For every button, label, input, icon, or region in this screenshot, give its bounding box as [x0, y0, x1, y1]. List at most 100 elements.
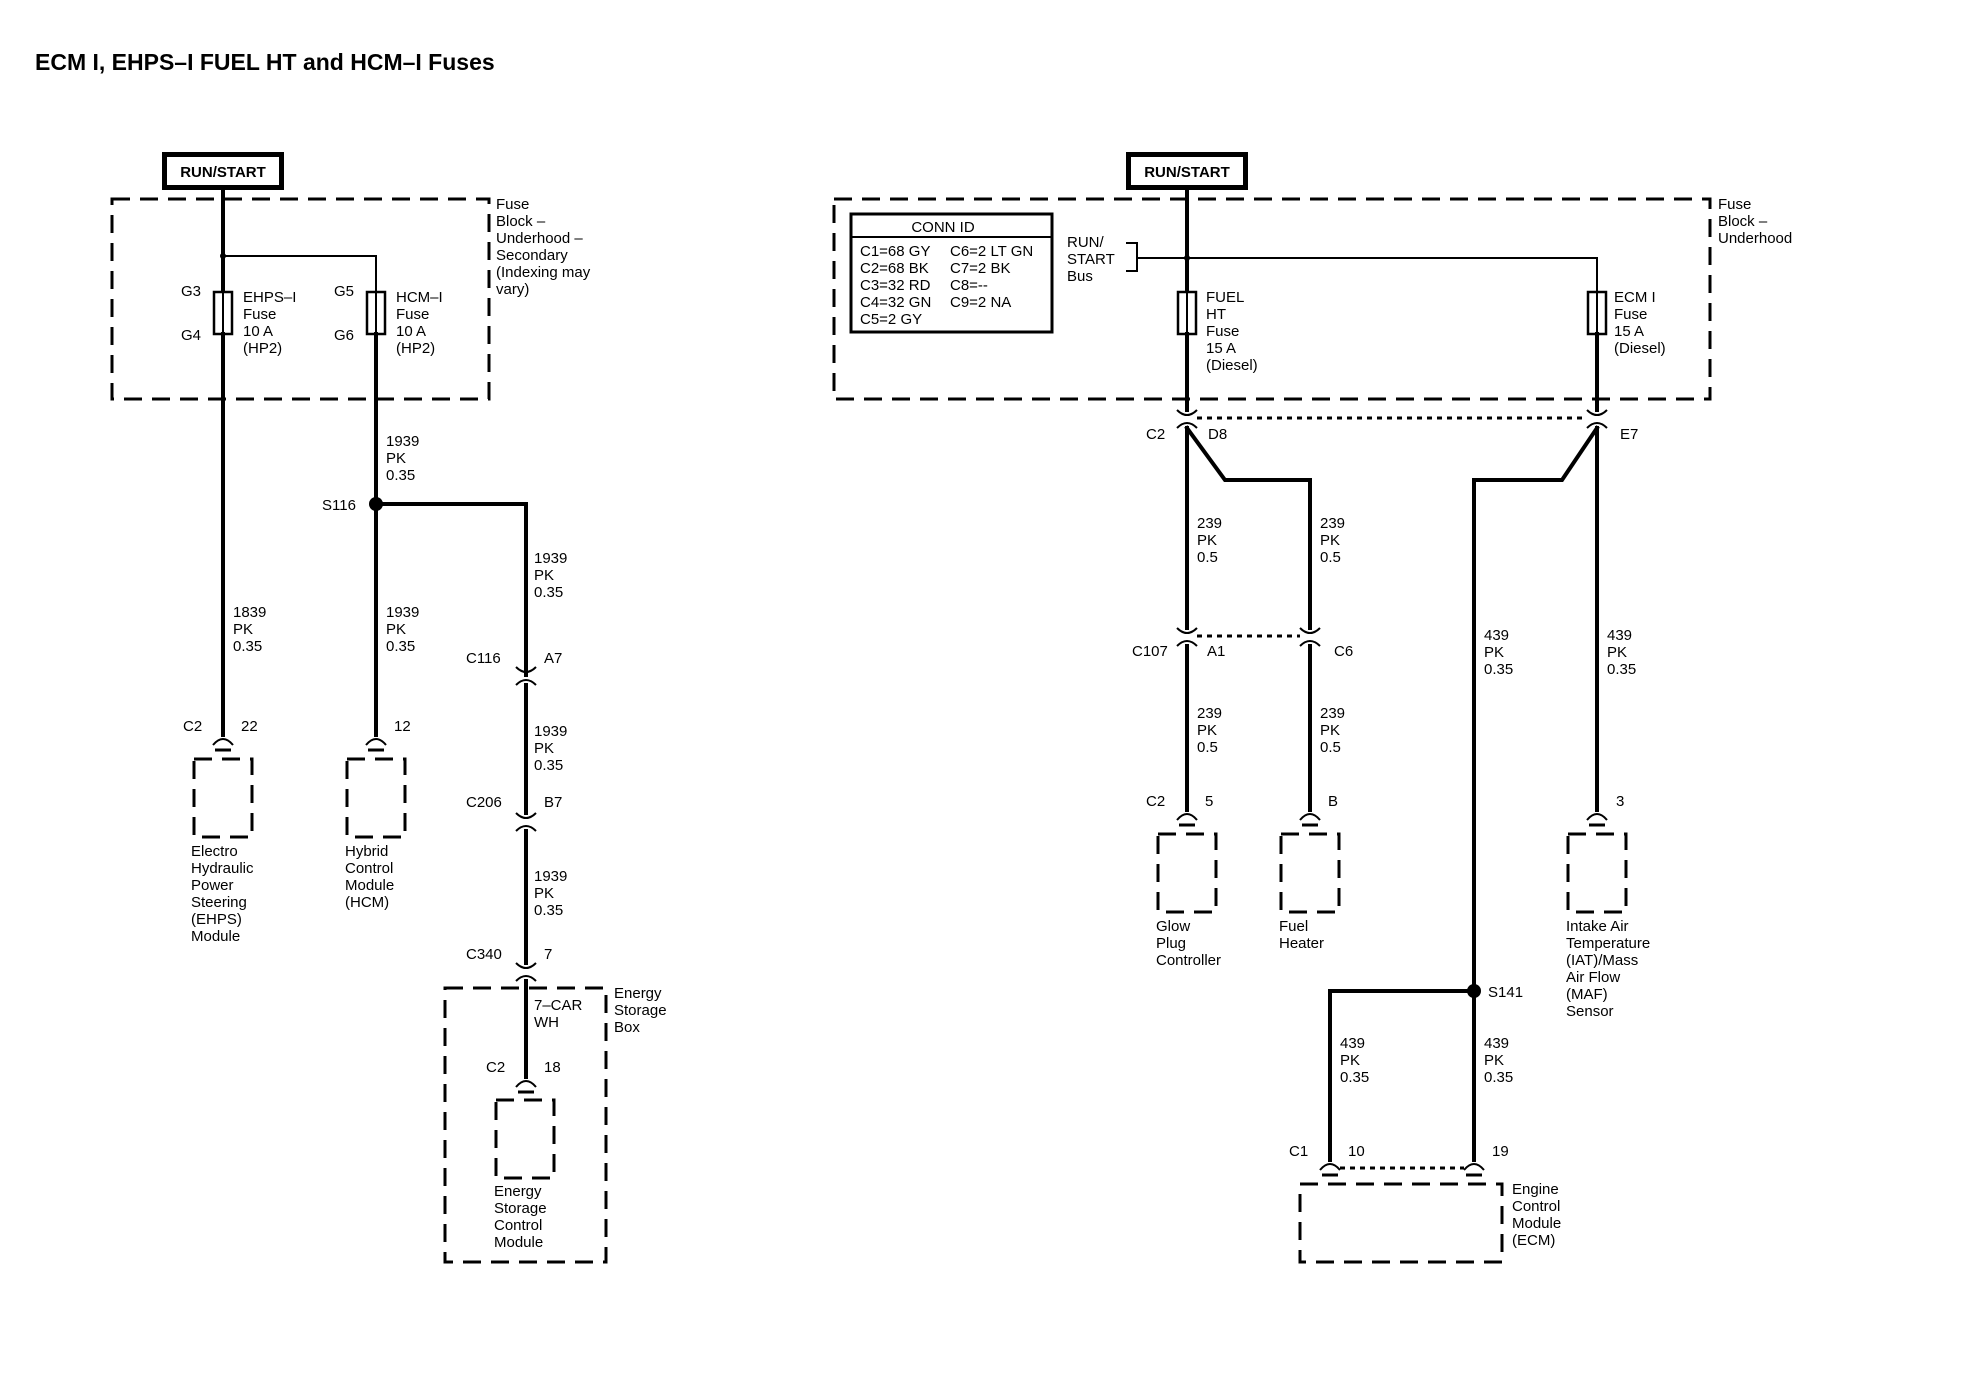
connector-c206-icon [515, 812, 537, 832]
fuel-heater [1279, 832, 1341, 914]
energy-storage-control-module [494, 1098, 556, 1180]
terminal-c1-19-icon [1463, 1163, 1485, 1177]
wire-1939-seg3-label: 1939 PK 0.35 [534, 868, 572, 919]
wire-1939-hcm-label: 1939 PK 0.35 [386, 604, 424, 655]
conn-id-col1: C1=68 GY C2=68 BK C3=32 RD C4=32 GN C5=2… [860, 243, 935, 328]
wire-439-c-label: 439 PK 0.35 [1340, 1035, 1369, 1086]
connector-c6-pin: C6 [1334, 643, 1353, 660]
terminal-c1-10-pin: 10 [1348, 1143, 1365, 1160]
wire-1939-branch-label: 1939 PK 0.35 [534, 550, 572, 601]
glow-plug-controller [1156, 832, 1218, 914]
connector-c107-label: C107 [1132, 643, 1168, 660]
terminal-c1-connector: C1 [1289, 1143, 1308, 1160]
connector-d8-pin: D8 [1208, 426, 1227, 443]
conn-id-col2: C6=2 LT GN C7=2 BK C8=-- C9=2 NA [950, 243, 1037, 311]
terminal-c2-18-connector: C2 [486, 1059, 505, 1076]
connector-c116-label: C116 [466, 650, 501, 667]
energy-storage-box [443, 986, 608, 1264]
glow-plug-controller-label: Glow Plug Controller [1156, 918, 1221, 969]
svg-text:RUN/START: RUN/START [1144, 164, 1230, 181]
wire-239-a-label: 239 PK 0.5 [1197, 515, 1226, 566]
fuel-ht-fuse-label: FUEL HT Fuse 15 A (Diesel) [1206, 289, 1258, 374]
ehps-fuse-label: EHPS–I Fuse 10 A (HP2) [243, 289, 301, 357]
connector-c340-pin: 7 [544, 946, 552, 963]
iat-maf-sensor [1566, 832, 1628, 914]
diagram-title: ECM I, EHPS–I FUEL HT and HCM–I Fuses [35, 49, 495, 75]
connector-e7-pin: E7 [1620, 426, 1638, 443]
terminal-3-pin: 3 [1616, 793, 1624, 810]
wire-239-heater [1184, 425, 1312, 630]
wire-439-d-label: 439 PK 0.35 [1484, 1035, 1513, 1086]
energy-storage-control-module-label: Energy Storage Control Module [494, 1183, 551, 1251]
connector-c2-label: C2 [1146, 426, 1165, 443]
terminal-c2-22-pin: 22 [241, 718, 258, 735]
connector-c107-a1-icon [1176, 627, 1198, 647]
fuse-block-secondary [110, 197, 491, 401]
connector-e7-icon [1586, 409, 1608, 429]
ecm-fuse-icon [1586, 290, 1608, 336]
ehps-fuse-pin-out: G4 [181, 327, 201, 344]
terminal-b-pin: B [1328, 793, 1338, 810]
connector-a1-pin: A1 [1207, 643, 1225, 660]
hcm-module-label: Hybrid Control Module (HCM) [345, 843, 398, 911]
ehps-fuse-icon [212, 290, 234, 336]
wire-1839-label: 1839 PK 0.35 [233, 604, 271, 655]
connector-c116-icon [515, 666, 537, 686]
connector-c340-label: C340 [466, 946, 502, 963]
fuse-block-underhood [832, 197, 1712, 401]
terminal-c2-5-pin: 5 [1205, 793, 1213, 810]
terminal-c2-22-connector: C2 [183, 718, 202, 735]
conn-id-table: CONN ID C1=68 GY C2=68 BK C3=32 RD C4=32… [849, 212, 1054, 334]
fuel-heater-label: Fuel Heater [1279, 918, 1324, 952]
bus-branch-hcm [223, 255, 377, 292]
wire-1939-upper-label: 1939 PK 0.35 [386, 433, 424, 484]
connector-c340-icon [515, 962, 537, 982]
wire-7car-label: 7–CAR WH [534, 997, 587, 1031]
connector-c206-label: C206 [466, 794, 502, 811]
wire-1939-seg2-label: 1939 PK 0.35 [534, 723, 572, 774]
svg-text:RUN/START: RUN/START [180, 164, 266, 181]
terminal-c2-18-pin: 18 [544, 1059, 561, 1076]
hcm-fuse-label: HCM–I Fuse 10 A (HP2) [396, 289, 447, 357]
fuse-block-underhood-label: Fuse Block – Underhood [1718, 196, 1792, 247]
fuel-ht-fuse-icon [1176, 290, 1198, 336]
iat-maf-sensor-label: Intake Air Temperature (IAT)/Mass Air Fl… [1566, 918, 1654, 1020]
terminal-3-icon [1586, 813, 1608, 827]
wire-239-c-label: 239 PK 0.5 [1197, 705, 1226, 756]
power-label-right: RUN/START [1126, 152, 1248, 190]
ecm-module [1298, 1182, 1504, 1264]
connector-c206-pin: B7 [544, 794, 562, 811]
ehps-module [192, 757, 254, 839]
terminal-c2-5-icon [1176, 813, 1198, 827]
wire-439-ecm [1472, 425, 1600, 1162]
terminal-c1-19-pin: 19 [1492, 1143, 1509, 1160]
ehps-fuse-pin-in: G3 [181, 283, 201, 300]
energy-storage-box-label: Energy Storage Box [614, 985, 671, 1036]
connector-c107-c6-icon [1299, 627, 1321, 647]
terminal-c2-22-icon [212, 738, 234, 752]
wire-239-b-label: 239 PK 0.5 [1320, 515, 1349, 566]
ecm-module-label: Engine Control Module (ECM) [1512, 1181, 1565, 1249]
splice-s141-label: S141 [1488, 984, 1523, 1001]
connector-c116-pin: A7 [544, 650, 562, 667]
wire-439-ecm-branch [1328, 989, 1476, 1162]
power-label-left: RUN/START [162, 152, 284, 190]
terminal-hcm-12-icon [365, 738, 387, 752]
splice-s116-label: S116 [322, 497, 356, 514]
terminal-c2-18-icon [515, 1080, 537, 1094]
terminal-c2-5-connector: C2 [1146, 793, 1165, 810]
fuse-block-secondary-label: Fuse Block – Underhood – Secondary (Inde… [496, 196, 594, 298]
hcm-fuse-pin-in: G5 [334, 283, 354, 300]
hcm-fuse-pin-out: G6 [334, 327, 354, 344]
hcm-fuse-icon [365, 290, 387, 336]
connector-c2-d8-icon [1176, 409, 1198, 429]
wire-1939-branch [374, 502, 528, 677]
run-start-bus-label: RUN/ START Bus [1067, 234, 1119, 285]
wire-239-d-label: 239 PK 0.5 [1320, 705, 1349, 756]
ecm-fuse-label: ECM I Fuse 15 A (Diesel) [1614, 289, 1666, 357]
wire-439-b-label: 439 PK 0.35 [1607, 627, 1636, 678]
ehps-module-label: Electro Hydraulic Power Steering (EHPS) … [191, 843, 258, 945]
bus-branch-ecm [1187, 257, 1598, 292]
hcm-module [345, 757, 407, 839]
terminal-hcm-12-pin: 12 [394, 718, 411, 735]
